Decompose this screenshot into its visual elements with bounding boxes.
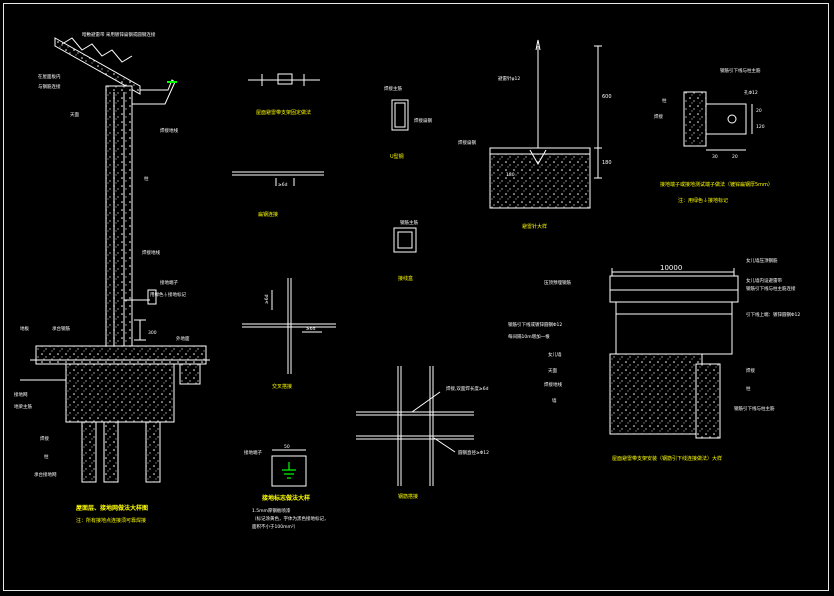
- left-label-6: 柱: [44, 453, 49, 460]
- term-hole: 孔Φ12: [744, 89, 758, 96]
- wall-title: 屋面避雷带支架安装（钢筋引下线连接做法）大样: [612, 455, 722, 462]
- left-label-2: 承台钢筋: [52, 325, 70, 332]
- wall-right-7: 钢筋引下线与柱主筋: [734, 405, 775, 412]
- ground-mark-detail: [271, 449, 307, 487]
- term-label-1: 柱: [662, 97, 667, 104]
- ceiling-label: 天面: [70, 112, 79, 118]
- ground-mark-note-1: 1.5mm厚钢板喷漆: [252, 507, 291, 514]
- wall-right-1: 女儿墙压顶钢筋: [746, 257, 778, 264]
- pipe-bracket-detail: [248, 73, 320, 86]
- roof-ground-section-detail: [20, 37, 210, 483]
- box-title: 接线盒: [398, 275, 413, 282]
- steel-label-2: 焊接扁钢: [414, 117, 432, 124]
- rod-label-1: 避雷针φ12: [498, 75, 520, 82]
- flat-bar-detail: [232, 171, 324, 186]
- rod-label-2: 焊接扁钢: [458, 139, 476, 146]
- ground-symbol-icon: [282, 462, 296, 479]
- parapet-wall-detail: [609, 268, 739, 439]
- term-title: 接地端子或接地测试端子做法（镀锌扁钢厚5mm）: [660, 181, 773, 188]
- cross-dim-2: ≥6d: [306, 326, 316, 332]
- junction-box-detail: [393, 227, 417, 253]
- left-label-4: 地梁主筋: [14, 403, 32, 410]
- wall-right-6: 柱: [746, 385, 751, 392]
- roof-note-2: 在屋面板内: [38, 73, 61, 80]
- cross-title: 交叉搭接: [272, 383, 292, 390]
- rod-title: 避雷针大样: [522, 223, 547, 230]
- wall-left-7: 墙: [552, 397, 557, 404]
- cross-weld-detail: [242, 278, 336, 374]
- rebar-overlap-detail: [356, 366, 474, 486]
- wall-right-2: 女儿墙内设避雷带: [746, 277, 782, 284]
- u-steel-detail: [391, 99, 409, 131]
- rebar-label-2: 圆钢直径≥Φ12: [458, 449, 489, 456]
- term-dim-3: 20: [756, 108, 762, 114]
- rebar-title: 钢筋搭接: [398, 493, 418, 500]
- flat-title: 扁钢连接: [258, 211, 278, 218]
- rod-dim-left: 180: [506, 172, 515, 178]
- ground-mark-note-2: （标记涂黄色，字体为黑色接地标记，: [252, 515, 329, 522]
- wall-right-4: 引下线上端：镀锌圆钢Φ12: [746, 311, 800, 318]
- term-dim-4: 120: [756, 124, 765, 130]
- weld-pipe-label: 焊接地线: [142, 249, 160, 256]
- wall-right-5: 焊接: [746, 367, 755, 374]
- wall-left-4: 女儿墙: [548, 351, 562, 358]
- weld-label: 焊接地线: [160, 127, 178, 134]
- term-label-3: 钢筋引下线与柱主筋: [720, 67, 761, 74]
- detail1-labels: 暗敷避雷带 采用镀锌扁钢或圆钢连接 在屋面板内 与钢筋连接 天面 焊接地线 柱 …: [14, 31, 190, 478]
- pipe-title: 屋面避雷带支架固定做法: [256, 109, 311, 116]
- term-note: 注：用绿色⏚接地标记: [678, 197, 728, 204]
- ground-symbol-note: 用绿色⏚接地标记: [150, 291, 186, 298]
- ground-mark-note-3: 面积不小于100mm²）: [252, 523, 298, 530]
- wall-left-3: 每间隔10m增加一根: [508, 333, 550, 340]
- outside-floor-label: 外地面: [176, 335, 190, 342]
- rebar-label-1: 焊接,双面焊长度≥6d: [446, 385, 489, 392]
- wall-left-6: 焊接地线: [544, 381, 562, 388]
- rod-dim-180: 180: [602, 160, 612, 166]
- detail1-title: 屋面层、接地网做法大样图: [76, 504, 148, 512]
- left-label-5: 焊接: [40, 435, 49, 442]
- detail1-note: 注：所有接地点连接须可靠焊接: [76, 517, 146, 524]
- steel-title: U型钢: [390, 153, 404, 160]
- roof-note-3: 与钢筋连接: [38, 83, 61, 90]
- lightning-rod-detail: [489, 39, 602, 209]
- wall-dim: 10000: [660, 264, 682, 272]
- parapet-labels: 女儿墙压顶钢筋 女儿墙内设避雷带 钢筋引下线与柱主筋连接 引下线上端：镀锌圆钢Φ…: [508, 257, 800, 412]
- roof-note-1: 暗敷避雷带 采用镀锌扁钢或圆钢连接: [82, 31, 156, 38]
- ground-mark-label: 接地端子: [244, 449, 262, 456]
- steel-label-1: 焊接主筋: [384, 85, 402, 92]
- wall-left-2: 钢筋引下线或镀锌圆钢Φ12: [508, 321, 562, 328]
- rod-dim-600: 600: [602, 94, 612, 100]
- left-label-3: 接地网: [14, 391, 28, 398]
- cross-dim-1: ≥6d: [264, 294, 270, 304]
- pillar-label: 柱: [144, 175, 149, 182]
- term-dim-2: 20: [732, 154, 738, 160]
- wall-right-3: 钢筋引下线与柱主筋连接: [746, 285, 796, 292]
- box-label: 钢筋主筋: [400, 219, 418, 226]
- ground-terminal-detail: [683, 91, 753, 151]
- wall-left-1: 压顶预埋钢筋: [544, 279, 571, 286]
- ground-mark-title: 接地标志做法大样: [261, 494, 310, 502]
- term-label-2: 焊接: [654, 113, 663, 120]
- dim-300: 300: [148, 330, 157, 336]
- flat-dim: ≥6d: [278, 182, 288, 188]
- left-label-1: 地板: [20, 325, 29, 332]
- wall-left-5: 天面: [548, 368, 557, 374]
- ground-box-label: 接地端子: [160, 279, 178, 286]
- ground-mark-dim: 50: [284, 444, 290, 450]
- term-dim-1: 30: [712, 154, 718, 160]
- left-label-7: 承台接地网: [34, 471, 57, 478]
